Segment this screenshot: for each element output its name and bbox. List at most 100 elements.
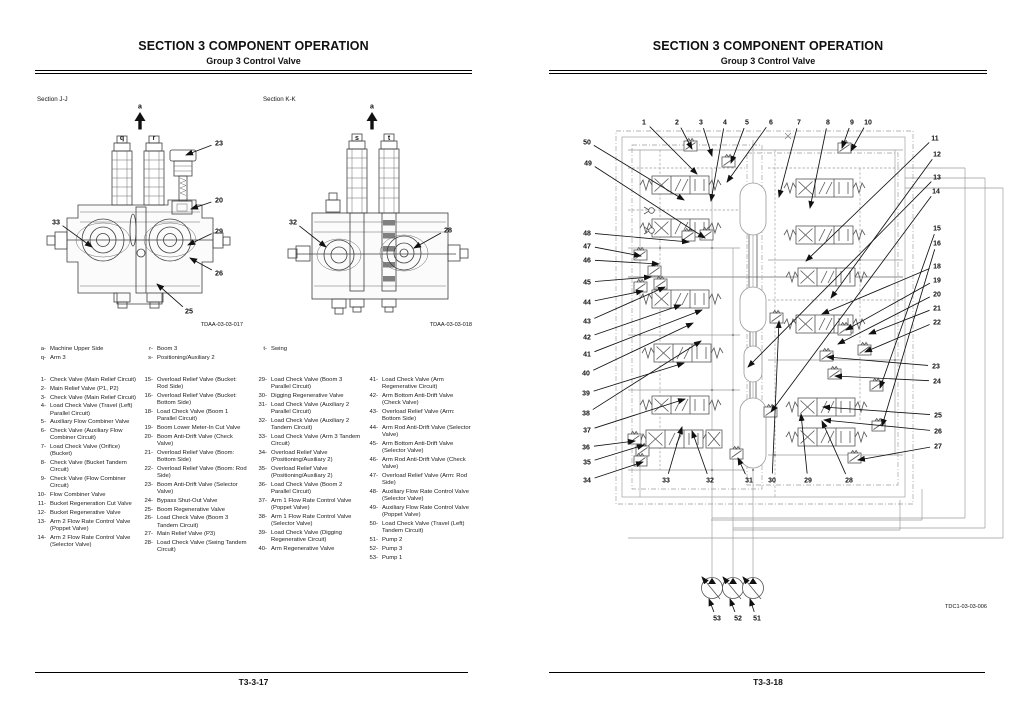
- schematic-callout-label-5: 5: [745, 119, 749, 126]
- schematic-callout-leader-42: [594, 304, 682, 336]
- part-number: 47-: [369, 473, 378, 479]
- part-item-31: 31- Load Check Valve (Auxiliary 2 Paralle…: [256, 402, 362, 416]
- part-number: 52-: [369, 545, 378, 552]
- orientation-arrow-label: a: [370, 104, 374, 111]
- part-item-20: 20-Boom Anti-Drift Valve (Check Valve): [142, 434, 248, 448]
- schematic-callout-leader-12: [830, 158, 933, 299]
- part-description: Pump 1: [382, 554, 403, 561]
- schematic-callout-label-2: 2: [675, 119, 679, 126]
- jj-callout-label-25: 25: [185, 306, 193, 315]
- kk-callout-label-28: 28: [444, 225, 452, 234]
- schematic-callout-label-16: 16: [933, 240, 941, 247]
- part-number: 3-: [40, 394, 46, 401]
- part-description: Auxiliary Flow Rate Control Valve (Selec…: [382, 489, 469, 503]
- part-number: 31-: [258, 401, 267, 408]
- part-number: 33-: [258, 433, 267, 440]
- schematic-callout-leader-27: [857, 446, 931, 462]
- schematic-callout-leader-14: [770, 195, 932, 413]
- part-number: 40-: [258, 545, 267, 552]
- schematic-callout-leader-50: [593, 144, 685, 201]
- schematic-callout-leader-18: [821, 268, 930, 315]
- schematic-callout-leader-34: [594, 461, 644, 479]
- part-item-44: 44-Arm Rod Anti-Drift Valve (Selector Va…: [367, 425, 473, 439]
- part-number: 26-: [144, 515, 153, 522]
- schematic-callout-label-22: 22: [933, 319, 941, 326]
- legend-value: Positioning/Auxiliary 2: [157, 354, 215, 361]
- part-number: 48-: [369, 489, 378, 495]
- part-item-6: 6-Check Valve (Auxiliary Flow Combiner C…: [35, 428, 141, 442]
- schematic-callout-label-38: 38: [582, 410, 590, 417]
- part-number: 27-: [144, 531, 153, 538]
- parts-column-1: 1-Check Valve (Main Relief Circuit)2-Mai…: [35, 377, 141, 551]
- schematic-callout-leader-44: [594, 289, 644, 302]
- part-description: Check Valve (Auxiliary Flow Combiner Cir…: [50, 428, 123, 442]
- part-item-5: 5- Auxiliary Flow Combiner Valve: [35, 419, 141, 426]
- section-kk-drawing: Section K-K a s t: [263, 96, 472, 328]
- schematic-callout-leader-6: [726, 126, 767, 183]
- part-item-49: 49-Auxiliary Flow Rate Control Valve (Po…: [367, 505, 473, 519]
- valve-cross-section-diagrams: Section J-J a q r: [37, 96, 472, 328]
- part-description: Overload Relief Valve (Positioning/Auxil…: [271, 465, 333, 479]
- part-item-39: 39-Load Check Valve (Digging Regenerativ…: [256, 530, 362, 544]
- pump-symbols: [702, 577, 764, 599]
- schematic-callout-label-24: 24: [933, 378, 941, 385]
- part-number: 8-: [40, 460, 46, 467]
- part-number: 38-: [258, 513, 267, 520]
- part-description: Pump 2: [382, 537, 403, 543]
- part-number: 11-: [37, 500, 46, 507]
- part-description: Arm Rod Anti-Drift Valve (Check Valve): [382, 457, 466, 471]
- part-item-50: 50-Load Check Valve (Travel (Left) Tande…: [367, 521, 473, 535]
- schematic-callout-label-40: 40: [582, 370, 590, 377]
- part-description: Arm Rod Anti-Drift Valve (Selector Valve…: [382, 425, 471, 439]
- legend-key: q-: [40, 354, 46, 361]
- part-description: Load Check Valve (Auxiliary 2 Parallel C…: [271, 401, 350, 415]
- schematic-callout-label-3: 3: [699, 119, 703, 126]
- schematic-callout-leader-4: [709, 128, 725, 202]
- schematic-callout-label-33: 33: [662, 477, 670, 484]
- schematic-callout-leader-3: [703, 128, 713, 157]
- schematic-callout-label-48: 48: [583, 230, 591, 237]
- schematic-callout-leader-35: [594, 444, 645, 461]
- spool-label-r: r: [153, 135, 156, 142]
- schematic-callout-leader-47: [594, 246, 642, 258]
- part-item-42: 42-Arm Bottom Anti-Drift Valve (Check Va…: [367, 393, 473, 407]
- schematic-callout-label-11: 11: [931, 135, 939, 142]
- schematic-callout-leader-39: [593, 362, 685, 392]
- part-number: 5-: [40, 419, 46, 426]
- part-description: Auxiliary Flow Combiner Valve: [50, 419, 130, 426]
- schematic-callout-label-12: 12: [933, 151, 941, 158]
- part-number: 10-: [37, 492, 46, 499]
- part-item-11: 11-Bucket Regeneration Cut Valve: [35, 501, 141, 508]
- part-description: Overload Relief Valve (Boom: Bottom Side…: [157, 449, 235, 463]
- schematic-callout-label-37: 37: [583, 427, 591, 434]
- part-number: 2-: [40, 385, 46, 392]
- schematic-callout-label-43: 43: [583, 318, 591, 325]
- schematic-callout-label-21: 21: [933, 305, 941, 312]
- part-description: Overload Relief Valve (Positioning/Auxil…: [271, 449, 333, 463]
- legend-key: s-: [148, 354, 153, 361]
- part-item-29: 29-Load Check Valve (Boom 3 Parallel Cir…: [256, 377, 362, 391]
- part-description: Overload Relief Valve (Bucket: Bottom Si…: [157, 393, 237, 407]
- part-description: Check Valve (Bucket Tandem Circuit): [50, 460, 127, 474]
- part-number: 53-: [369, 554, 378, 561]
- part-description: Digging Regenerative Valve: [271, 393, 344, 399]
- tank-passages: [739, 182, 767, 469]
- part-description: Arm Bottom Anti-Drift Valve (Selector Va…: [382, 441, 454, 455]
- schematic-callout-leader-26: [823, 417, 931, 431]
- part-item-12: 12-Bucket Regenerative Valve: [35, 510, 141, 517]
- part-number: 28-: [144, 540, 153, 547]
- part-description: Load Check Valve (Boom 3 Parallel Circui…: [271, 377, 343, 391]
- schematic-callout-leader-22: [864, 324, 930, 353]
- part-item-10: 10-Flow Combiner Valve: [35, 492, 141, 499]
- page-title-right: SECTION 3 COMPONENT OPERATION: [652, 39, 884, 53]
- legend-item: r-Boom 3: [142, 346, 248, 353]
- part-description: Overload Relief Valve (Arm: Rod Side): [382, 473, 468, 487]
- kk-callout-leader-32: [299, 225, 327, 248]
- part-description: Overload Relief Valve (Bucket: Rod Side): [157, 377, 237, 391]
- schematic-callout-label-35: 35: [583, 459, 591, 466]
- schematic-callout-leader-8: [808, 128, 827, 209]
- schematic-callout-label-41: 41: [583, 351, 591, 358]
- page-title-left: SECTION 3 COMPONENT OPERATION: [138, 39, 369, 53]
